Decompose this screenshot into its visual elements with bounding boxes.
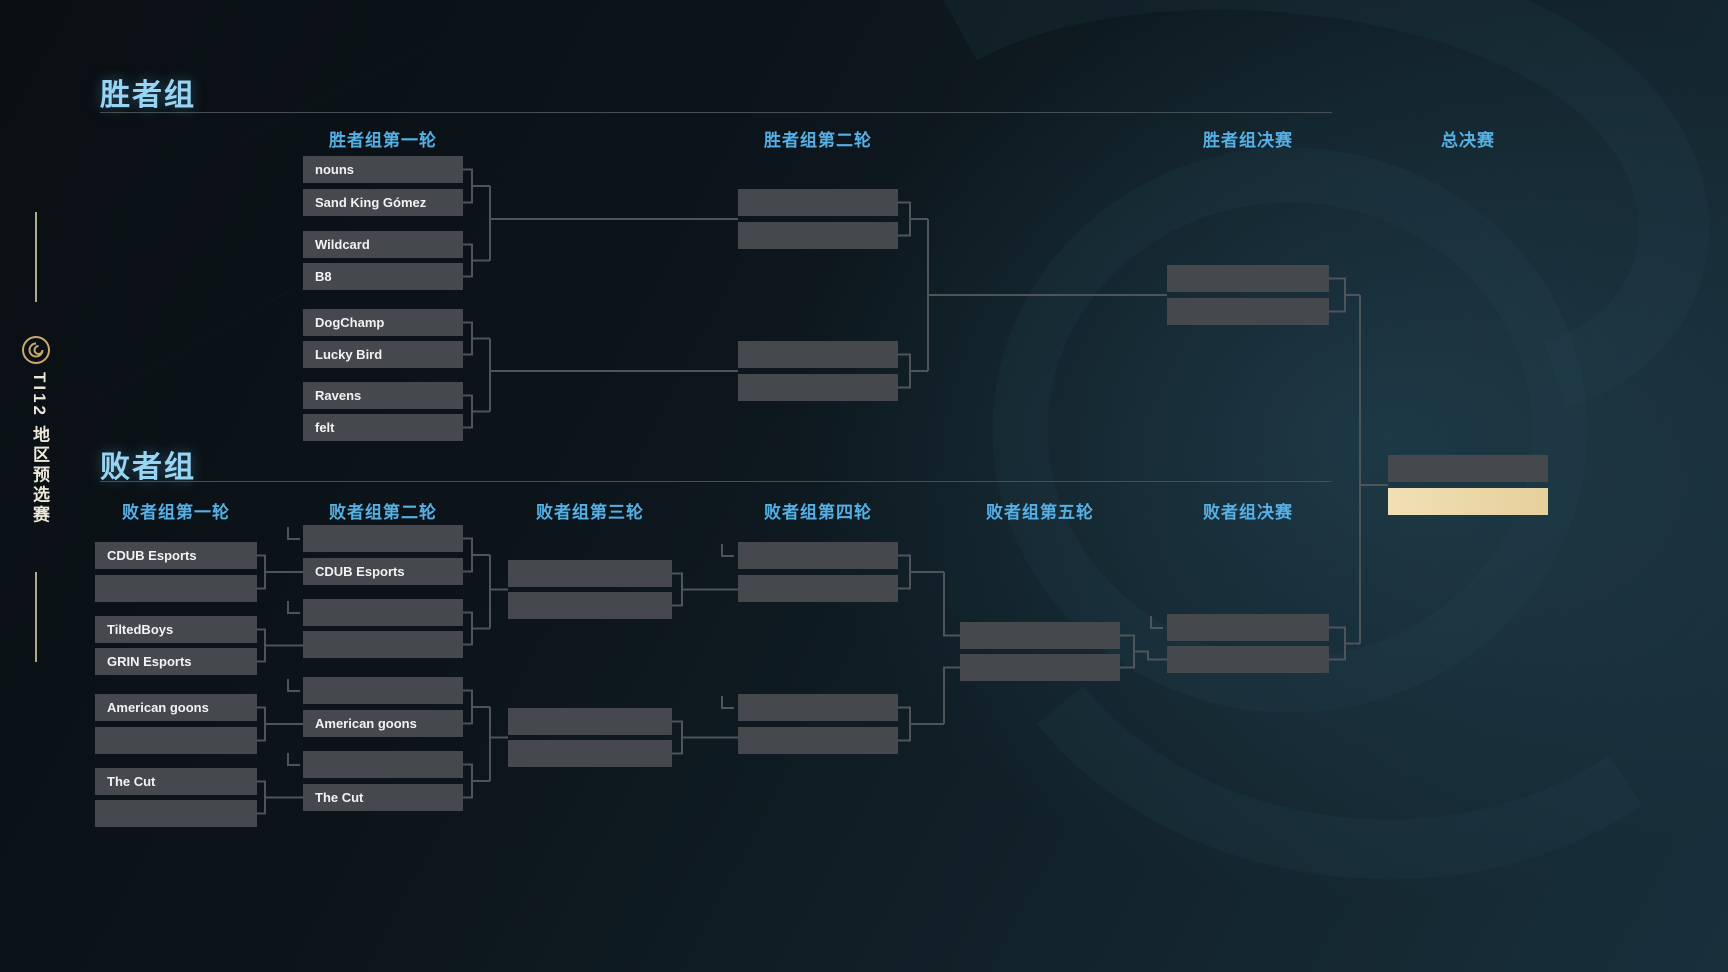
losers-section-divider — [100, 481, 1332, 482]
losers-bracket-title: 败者组 — [100, 451, 196, 484]
team-slot[interactable] — [1167, 646, 1329, 673]
team-slot[interactable] — [738, 575, 898, 602]
round-header-lb4: 败者组第四轮 — [764, 503, 872, 522]
team-slot[interactable] — [738, 189, 898, 216]
team-slot[interactable]: The Cut — [303, 784, 463, 811]
team-slot[interactable]: felt — [303, 414, 463, 441]
team-slot[interactable]: Sand King Gómez — [303, 189, 463, 216]
team-slot[interactable]: CDUB Esports — [303, 558, 463, 585]
team-slot[interactable] — [738, 727, 898, 754]
team-slot[interactable]: American goons — [95, 694, 257, 721]
team-slot[interactable] — [508, 708, 672, 735]
team-slot[interactable] — [508, 592, 672, 619]
team-slot[interactable] — [95, 800, 257, 827]
team-slot[interactable] — [303, 599, 463, 626]
team-slot[interactable] — [738, 374, 898, 401]
team-slot[interactable] — [303, 677, 463, 704]
team-slot[interactable] — [508, 560, 672, 587]
event-title-vertical: TI12 地区预选赛 — [30, 372, 49, 526]
team-slot[interactable]: Ravens — [303, 382, 463, 409]
winners-section-divider — [100, 112, 1332, 113]
round-header-grand-final: 总决赛 — [1441, 131, 1495, 150]
team-slot[interactable] — [1167, 298, 1329, 325]
team-slot[interactable] — [95, 575, 257, 602]
team-slot-highlight[interactable] — [1388, 488, 1548, 515]
round-header-wb-final: 胜者组决赛 — [1203, 131, 1293, 150]
team-slot[interactable] — [738, 222, 898, 249]
team-slot[interactable]: The Cut — [95, 768, 257, 795]
round-header-lb2: 败者组第二轮 — [329, 503, 437, 522]
team-slot[interactable]: GRIN Esports — [95, 648, 257, 675]
team-slot[interactable] — [508, 740, 672, 767]
team-slot[interactable] — [960, 622, 1120, 649]
team-slot[interactable]: TiltedBoys — [95, 616, 257, 643]
team-slot[interactable] — [738, 341, 898, 368]
team-slot[interactable] — [95, 727, 257, 754]
round-header-wb1: 胜者组第一轮 — [329, 131, 437, 150]
team-slot[interactable]: CDUB Esports — [95, 542, 257, 569]
team-slot[interactable] — [738, 542, 898, 569]
team-slot[interactable]: American goons — [303, 710, 463, 737]
team-slot[interactable] — [303, 525, 463, 552]
team-slot[interactable]: DogChamp — [303, 309, 463, 336]
team-slot[interactable]: B8 — [303, 263, 463, 290]
sidebar-divider-top — [35, 212, 37, 302]
event-logo-icon — [21, 335, 51, 365]
round-header-lb-final: 败者组决赛 — [1203, 503, 1293, 522]
winners-bracket-title: 胜者组 — [100, 79, 196, 112]
round-header-lb5: 败者组第五轮 — [986, 503, 1094, 522]
team-slot[interactable] — [1388, 455, 1548, 482]
team-slot[interactable] — [1167, 614, 1329, 641]
team-slot[interactable] — [303, 751, 463, 778]
team-slot[interactable] — [1167, 265, 1329, 292]
team-slot[interactable] — [960, 654, 1120, 681]
team-slot[interactable]: Lucky Bird — [303, 341, 463, 368]
round-header-wb2: 胜者组第二轮 — [764, 131, 872, 150]
team-slot[interactable]: nouns — [303, 156, 463, 183]
team-slot[interactable] — [738, 694, 898, 721]
team-slot[interactable]: Wildcard — [303, 231, 463, 258]
sidebar-divider-bottom — [35, 572, 37, 662]
round-header-lb3: 败者组第三轮 — [536, 503, 644, 522]
round-header-lb1: 败者组第一轮 — [122, 503, 230, 522]
team-slot[interactable] — [303, 631, 463, 658]
